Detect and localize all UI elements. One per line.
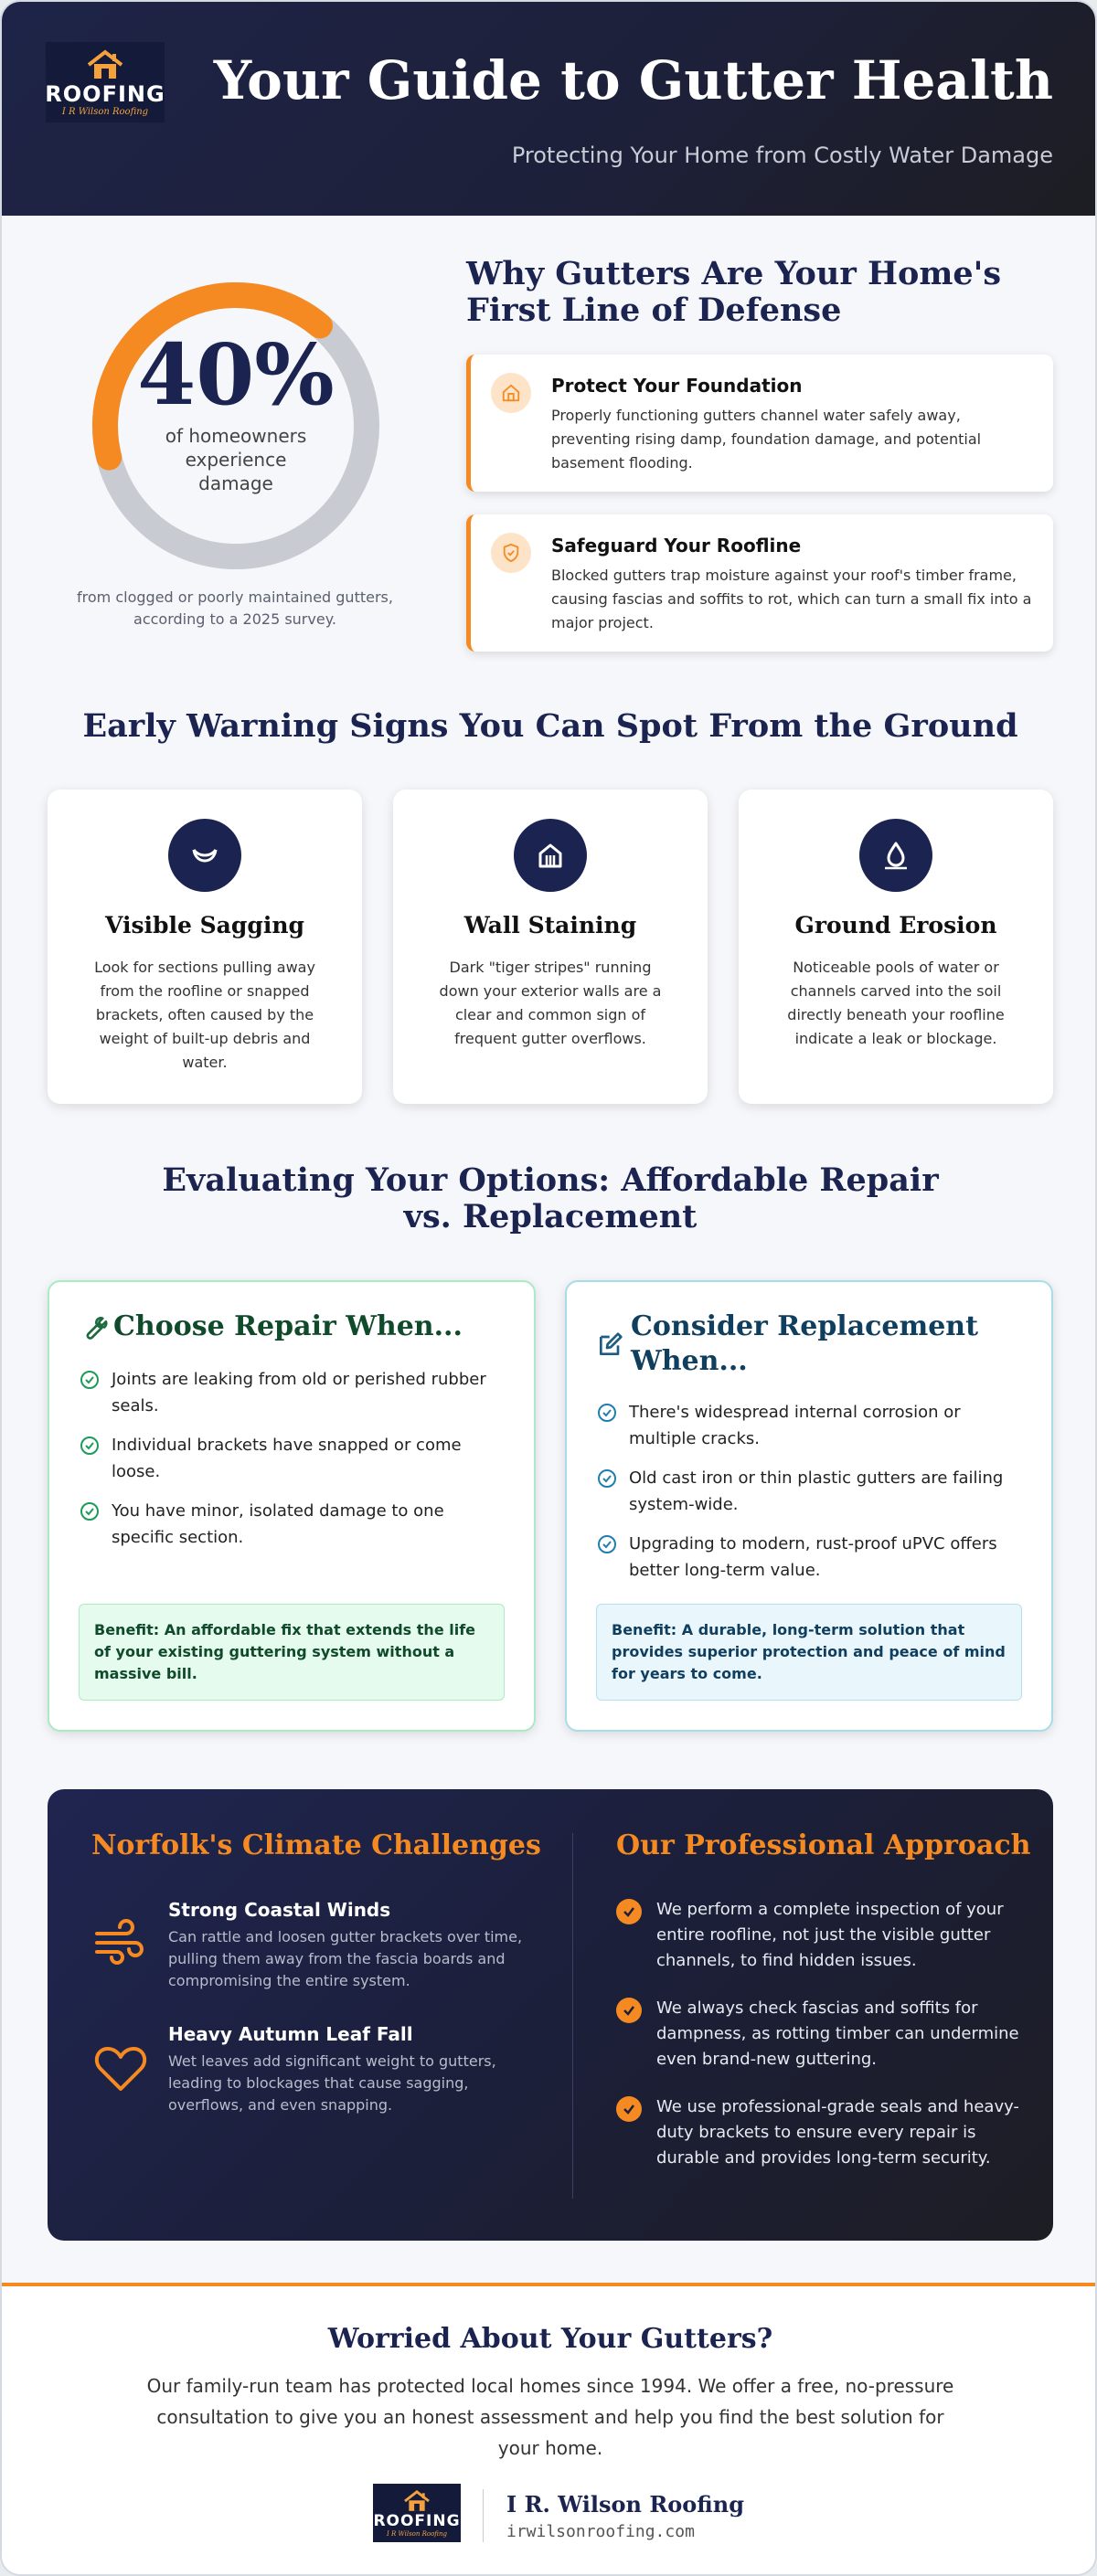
defense-heading: Why Gutters Are Your Home's First Line o… xyxy=(466,255,1002,329)
warning-card-sagging: Visible Sagging Look for sections pullin… xyxy=(48,790,362,1104)
check-circle-icon xyxy=(80,1502,99,1521)
house-logo-icon xyxy=(404,2489,430,2511)
repair-item-text: Joints are leaking from old or perished … xyxy=(112,1370,486,1415)
wrench-icon xyxy=(86,1317,108,1340)
logo-subtitle: I R Wilson Roofing xyxy=(387,2529,447,2538)
warning-title: Visible Sagging xyxy=(105,912,304,938)
defense-card-title: Safeguard Your Roofline xyxy=(551,535,802,557)
defense-card-text: Blocked gutters trap moisture against yo… xyxy=(551,567,1032,631)
replacement-card: Consider Replacement When... There's wid… xyxy=(565,1280,1053,1732)
stat-source: from clogged or poorly maintained gutter… xyxy=(77,588,393,628)
logo-wordmark: ROOFING xyxy=(45,80,165,107)
approach-item-text: We perform a complete inspection of your… xyxy=(656,1900,1004,1970)
footer-logo: ROOFING I R Wilson Roofing xyxy=(373,2484,461,2542)
climate-heading: Norfolk's Climate Challenges xyxy=(91,1829,541,1861)
defense-card-text: Properly functioning gutters channel wat… xyxy=(551,407,982,472)
check-icon xyxy=(616,1899,642,1924)
replacement-title: Consider Replacement When... xyxy=(631,1310,978,1377)
climate-item-text: Can rattle and loosen gutter brackets ov… xyxy=(168,1928,523,1989)
replacement-item-text: Old cast iron or thin plastic gutters ar… xyxy=(629,1468,1004,1514)
footer-separator xyxy=(483,2489,484,2542)
page-title: Your Guide to Gutter Health xyxy=(213,49,1053,111)
warning-title: Wall Staining xyxy=(463,912,637,938)
repair-item-text: You have minor, isolated damage to one s… xyxy=(112,1501,444,1547)
panel-divider xyxy=(572,1833,573,2199)
company-logo: ROOFING I R Wilson Roofing xyxy=(45,42,165,122)
warning-text: Look for sections pulling away from the … xyxy=(94,959,315,1071)
warning-title: Ground Erosion xyxy=(794,912,997,938)
check-circle-icon xyxy=(598,1404,616,1422)
house-logo-icon xyxy=(87,48,123,79)
footer-text: Our family-run team has protected local … xyxy=(146,2375,954,2459)
check-icon xyxy=(616,2096,642,2122)
edit-icon xyxy=(600,1332,623,1355)
repair-title: Choose Repair When... xyxy=(113,1310,463,1342)
footer-title: Worried About Your Gutters? xyxy=(327,2323,773,2355)
replacement-benefit: Benefit: A durable, long-term solution t… xyxy=(596,1604,1022,1701)
warnings-heading: Early Warning Signs You Can Spot From th… xyxy=(82,707,1018,745)
warning-text: Dark "tiger stripes" running down your e… xyxy=(439,959,662,1047)
approach-heading: Our Professional Approach xyxy=(616,1829,1031,1861)
climate-item-title: Strong Coastal Winds xyxy=(168,1899,391,1921)
approach-item-text: We always check fascias and soffits for … xyxy=(656,1998,1019,2069)
heart-icon xyxy=(94,2047,147,2091)
page-subtitle: Protecting Your Home from Costly Water D… xyxy=(511,143,1053,168)
defense-card-title: Protect Your Foundation xyxy=(551,375,803,397)
company-url[interactable]: irwilsonroofing.com xyxy=(506,2522,695,2541)
defense-card-foundation: Protect Your Foundation Properly functio… xyxy=(466,355,1053,492)
check-circle-icon xyxy=(80,1371,99,1389)
climate-item-text: Wet leaves add significant weight to gut… xyxy=(168,2052,496,2114)
warning-card-erosion: Ground Erosion Noticeable pools of water… xyxy=(739,790,1053,1104)
stat-text: 40% of homeowners experience damage xyxy=(90,280,382,572)
header-banner: ROOFING I R Wilson Roofing Your Guide to… xyxy=(2,2,1095,216)
company-name: I R. Wilson Roofing xyxy=(506,2491,744,2518)
warning-text: Noticeable pools of water or channels ca… xyxy=(787,959,1005,1047)
climate-item-title: Heavy Autumn Leaf Fall xyxy=(168,2023,413,2045)
wind-icon xyxy=(95,1919,144,1965)
stat-value: 40% xyxy=(137,325,335,424)
check-icon xyxy=(616,1998,642,2023)
replacement-item-text: There's widespread internal corrosion or… xyxy=(629,1403,961,1448)
repair-card: Choose Repair When... Joints are leaking… xyxy=(48,1280,536,1732)
sagging-icon xyxy=(168,819,241,892)
footer-accent-line xyxy=(2,2283,1095,2286)
check-circle-icon xyxy=(80,1436,99,1455)
climate-approach-panel: Norfolk's Climate Challenges Strong Coas… xyxy=(48,1789,1053,2241)
footer: Worried About Your Gutters? Our family-r… xyxy=(2,2286,1095,2574)
logo-wordmark: ROOFING xyxy=(373,2511,461,2530)
wall-stain-icon xyxy=(514,819,587,892)
shield-icon xyxy=(491,533,531,573)
options-heading: Evaluating Your Options: Affordable Repa… xyxy=(162,1161,939,1235)
stat-ring xyxy=(92,282,379,569)
water-drop-icon xyxy=(859,819,932,892)
warning-card-staining: Wall Staining Dark "tiger stripes" runni… xyxy=(393,790,708,1104)
approach-item-text: We use professional-grade seals and heav… xyxy=(656,2097,1019,2168)
stat-ring-arc xyxy=(92,282,333,471)
stat-label: of homeowners experience damage xyxy=(165,425,307,494)
logo-subtitle: I R Wilson Roofing xyxy=(61,106,149,117)
house-icon xyxy=(491,373,531,413)
repair-item-text: Individual brackets have snapped or come… xyxy=(112,1436,462,1481)
replacement-item-text: Upgrading to modern, rust-proof uPVC off… xyxy=(629,1534,997,1580)
defense-card-roofline: Safeguard Your Roofline Blocked gutters … xyxy=(466,514,1053,652)
check-circle-icon xyxy=(598,1469,616,1488)
repair-benefit: Benefit: An affordable fix that extends … xyxy=(79,1604,505,1701)
check-circle-icon xyxy=(598,1535,616,1553)
